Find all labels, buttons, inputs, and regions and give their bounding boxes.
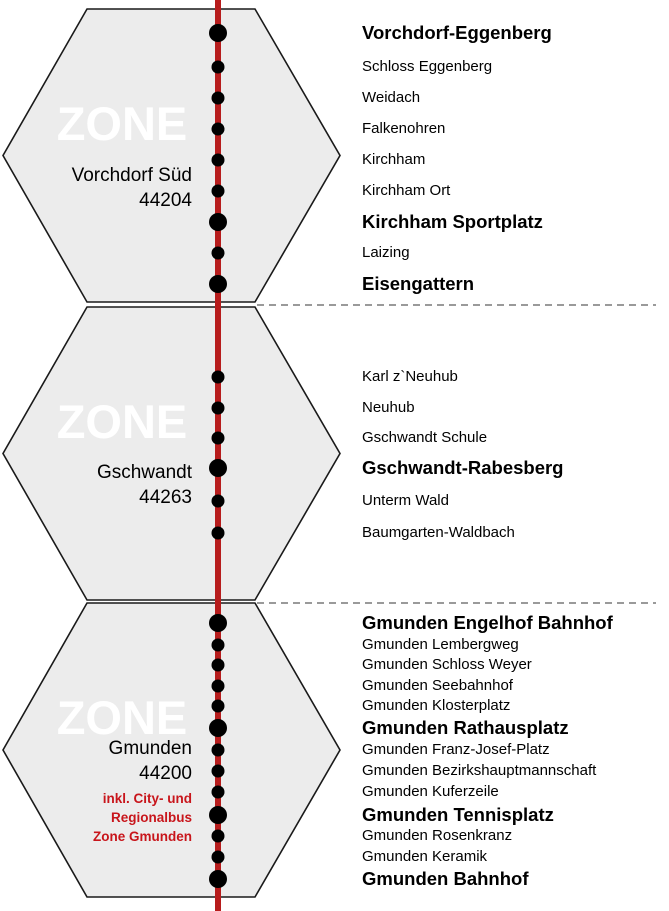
stop-gmunden-rosenkranz: Gmunden Rosenkranz bbox=[362, 827, 513, 844]
stop-gmunden-klosterplatz: Gmunden Klosterplatz bbox=[362, 697, 511, 714]
stop-gmunden-schloss-weyer: Gmunden Schloss Weyer bbox=[362, 656, 532, 673]
stop-gmunden-seebahnhof: Gmunden Seebahnhof bbox=[362, 677, 513, 694]
stop-gmunden-bezirkshauptmannschaft: Gmunden Bezirkshauptmannschaft bbox=[362, 762, 597, 779]
stop-gschwandt-rabesberg: Gschwandt-Rabesberg bbox=[362, 457, 564, 478]
stop-dot bbox=[211, 526, 225, 540]
stop-baumgarten-waldbach: Baumgarten-Waldbach bbox=[362, 524, 515, 541]
zone-name: Gmunden bbox=[108, 738, 192, 759]
stop-gmunden-keramik: Gmunden Keramik bbox=[362, 848, 488, 865]
zone-hexagon bbox=[2, 8, 341, 303]
stop-laizing: Laizing bbox=[362, 244, 410, 261]
stop-dot bbox=[211, 122, 225, 136]
stop-dot bbox=[211, 829, 225, 843]
stop-dot bbox=[211, 658, 225, 672]
stop-kirchham: Kirchham bbox=[362, 151, 426, 168]
major-stop-dot bbox=[209, 806, 227, 824]
stop-kirchham-ort: Kirchham Ort bbox=[362, 182, 451, 199]
major-stop-dot bbox=[209, 614, 227, 632]
major-stop-dot bbox=[209, 24, 227, 42]
zone-note-line: Zone Gmunden bbox=[93, 829, 192, 844]
stop-dot bbox=[211, 785, 225, 799]
major-stop-dot bbox=[209, 459, 227, 477]
zone-number: 44204 bbox=[139, 190, 192, 211]
stop-dot bbox=[211, 401, 225, 415]
stop-dot bbox=[211, 743, 225, 757]
stop-dot bbox=[211, 638, 225, 652]
stop-dot bbox=[211, 494, 225, 508]
stop-falkenohren: Falkenohren bbox=[362, 120, 446, 137]
zone-hexagon bbox=[2, 602, 341, 898]
stop-dot bbox=[211, 184, 225, 198]
zone-note-line: inkl. City- und bbox=[102, 791, 192, 806]
zone-number: 44200 bbox=[139, 763, 192, 784]
stop-dot bbox=[211, 60, 225, 74]
stop-dot bbox=[211, 246, 225, 260]
stop-gmunden-lembergweg: Gmunden Lembergweg bbox=[362, 636, 519, 653]
major-stop-dot bbox=[209, 719, 227, 737]
zone-label: Gschwandt 44263 bbox=[97, 460, 192, 510]
zone-name: Vorchdorf Süd bbox=[71, 165, 192, 186]
stop-weidach: Weidach bbox=[362, 89, 421, 106]
major-stop-dot bbox=[209, 870, 227, 888]
stop-kirchham-sportplatz: Kirchham Sportplatz bbox=[362, 211, 543, 232]
stop-neuhub: Neuhub bbox=[362, 399, 415, 416]
stop-gmunden-engelhof-bahnhof: Gmunden Engelhof Bahnhof bbox=[362, 612, 613, 633]
zone-hexagon bbox=[2, 306, 341, 601]
zone-label: Gmunden 44200 bbox=[109, 736, 192, 786]
zone-name: Gschwandt bbox=[96, 462, 192, 483]
stop-karl-z-neuhub: Karl z`Neuhub bbox=[362, 368, 458, 385]
zone-note-line: Regionalbus bbox=[110, 810, 192, 825]
stop-schloss-eggenberg: Schloss Eggenberg bbox=[362, 58, 493, 75]
stop-dot bbox=[211, 91, 225, 105]
stop-dot bbox=[211, 850, 225, 864]
stop-gmunden-tennisplatz: Gmunden Tennisplatz bbox=[362, 804, 554, 825]
stop-gmunden-bahnhof: Gmunden Bahnhof bbox=[362, 868, 529, 889]
zone-number: 44263 bbox=[139, 487, 192, 508]
stop-eisengattern: Eisengattern bbox=[362, 273, 475, 294]
stop-dot bbox=[211, 764, 225, 778]
stop-gmunden-rathausplatz: Gmunden Rathausplatz bbox=[362, 717, 569, 738]
stop-unterm-wald: Unterm Wald bbox=[362, 492, 449, 509]
stop-dot bbox=[211, 153, 225, 167]
stop-gschwandt-schule: Gschwandt Schule bbox=[362, 429, 488, 446]
stop-dot bbox=[211, 679, 225, 693]
stop-vorchdorf-eggenberg: Vorchdorf-Eggenberg bbox=[362, 22, 552, 43]
major-stop-dot bbox=[209, 213, 227, 231]
zone-watermark: ZONE bbox=[57, 97, 188, 150]
zone-label: Vorchdorf Süd 44204 bbox=[72, 163, 192, 213]
stop-dot bbox=[211, 431, 225, 445]
zone-watermark: ZONE bbox=[57, 395, 188, 448]
zone-watermark: ZONE bbox=[57, 691, 188, 744]
stop-dot bbox=[211, 699, 225, 713]
route-line bbox=[215, 0, 221, 911]
stop-gmunden-franz-josef-platz: Gmunden Franz-Josef-Platz bbox=[362, 741, 550, 758]
stop-gmunden-kuferzeile: Gmunden Kuferzeile bbox=[362, 783, 499, 800]
stop-dot bbox=[211, 370, 225, 384]
major-stop-dot bbox=[209, 275, 227, 293]
